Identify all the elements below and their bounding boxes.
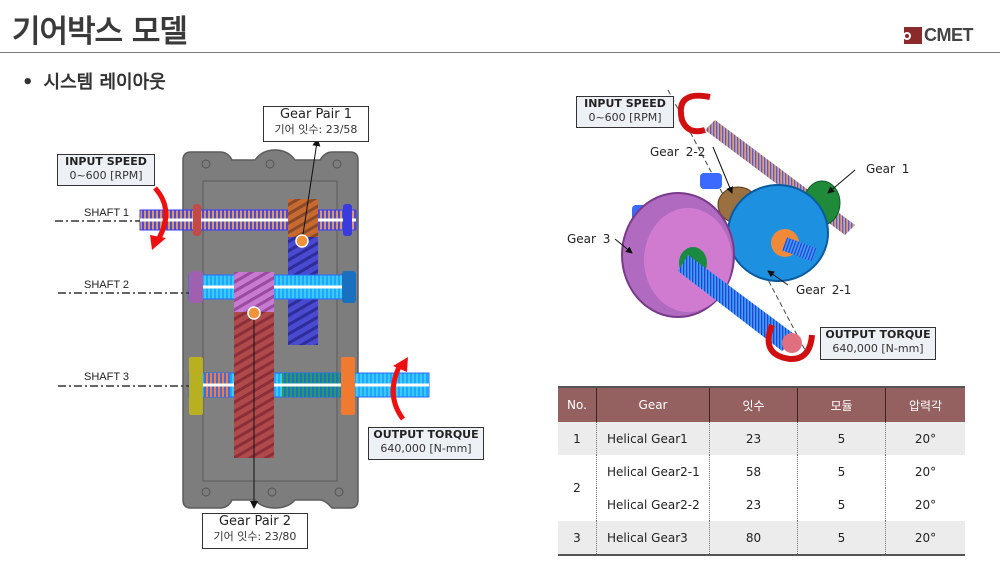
gear-pair-1-teeth: 기어 잇수: 23/58 — [274, 123, 358, 137]
output-rotation-arrow-icon — [390, 363, 406, 421]
gear-2-2-label: Gear 2-2 — [650, 145, 706, 159]
cell-angle: 20° — [885, 422, 965, 455]
input-rotation-arrow-icon — [153, 186, 169, 242]
cell-module: 5 — [797, 488, 886, 521]
page-title: 기어박스 모델 — [12, 14, 188, 50]
cell-module: 5 — [797, 455, 886, 488]
cell-angle: 20° — [914, 497, 937, 512]
gear-2-1-label: Gear 2-1 — [796, 283, 852, 297]
table-row: Helical Gear2-2 23 5 20° — [558, 488, 965, 521]
logo-mark-icon — [903, 27, 922, 44]
shaft-1-label: SHAFT 1 — [84, 207, 130, 219]
cell-gear: Helical Gear1 — [596, 422, 710, 455]
gear-pair-2-marker — [247, 306, 261, 320]
cell-gear: Helical Gear2-1 — [596, 455, 710, 488]
section-heading: • 시스템 레이아웃 — [22, 68, 166, 94]
table-row: 3 Helical Gear3 80 5 20° — [558, 521, 965, 556]
col-module: 모듈 — [797, 386, 886, 422]
section-heading-text: 시스템 레이아웃 — [43, 72, 166, 93]
output-torque-3d-callout: OUTPUT TORQUE 640,000 [N-mm] — [820, 327, 936, 360]
gearbox-2d-diagram — [55, 138, 430, 509]
shaft-2-label: SHAFT 2 — [84, 279, 130, 291]
cell-gear: Helical Gear3 — [596, 521, 710, 556]
cell-teeth: 58 — [709, 455, 798, 488]
shaft-1 — [139, 199, 357, 345]
shaft-3-label: SHAFT 3 — [84, 371, 130, 383]
cell-teeth: 80 — [709, 521, 798, 556]
cell-no: 3 — [558, 521, 597, 556]
input-arrow-head-icon — [150, 235, 166, 250]
input-speed-3d-value: 0~600 [RPM] — [588, 110, 662, 124]
bullet-icon: • — [22, 72, 34, 93]
output-torque-3d-title: OUTPUT TORQUE — [825, 328, 931, 341]
gear-pair-1-leader — [301, 138, 321, 242]
col-teeth: 잇수 — [709, 386, 798, 422]
gear-spec-table: No. Gear 잇수 모듈 압력각 1 Helical Gear1 23 5 … — [558, 386, 965, 556]
title-divider — [0, 52, 1000, 53]
gear-3-leader — [614, 238, 633, 254]
col-no: No. — [558, 386, 597, 422]
cell-teeth: 23 — [709, 422, 798, 455]
cell-angle: 20° — [914, 464, 937, 479]
cell-module: 5 — [797, 422, 886, 455]
input-speed-callout: INPUT SPEED 0~600 [RPM] — [57, 154, 155, 186]
gear-pair-1-callout: Gear Pair 1 기어 잇수: 23/58 — [263, 106, 369, 142]
output-torque-callout: OUTPUT TORQUE 640,000 [N-mm] — [368, 427, 484, 460]
col-pressure-angle: 압력각 — [885, 386, 965, 422]
gear-pair-1-marker — [295, 234, 309, 248]
output-arrow-head-icon — [393, 357, 408, 372]
gear-pair-1-title: Gear Pair 1 — [279, 107, 353, 122]
gear-1-leader — [827, 169, 856, 194]
output-torque-3d-value: 640,000 [N-mm] — [832, 341, 924, 355]
gear-1-label: Gear 1 — [866, 162, 910, 176]
cell-angle: 20° — [885, 521, 965, 556]
input-speed-value: 0~600 [RPM] — [69, 168, 143, 182]
output-rotation-arrow-icon — [765, 323, 815, 363]
input-rotation-arrow-icon — [677, 92, 711, 135]
gear-2-1-leader — [767, 270, 789, 286]
input-speed-3d-callout: INPUT SPEED 0~600 [RPM] — [576, 96, 674, 128]
output-torque-title: OUTPUT TORQUE — [373, 428, 479, 441]
table-header-row: No. Gear 잇수 모듈 압력각 — [558, 386, 965, 422]
table-row: 1 Helical Gear1 23 5 20° — [558, 422, 965, 455]
cell-gear: Helical Gear2-2 — [596, 488, 710, 521]
cell-teeth: 23 — [709, 488, 798, 521]
input-speed-title: INPUT SPEED — [65, 155, 147, 168]
table-row: 2 Helical Gear2-1 58 5 20° — [558, 455, 965, 521]
gear-pair-2-teeth: 기어 잇수: 23/80 — [213, 530, 297, 544]
cell-no: 2 — [558, 455, 597, 521]
logo-text: CMET — [924, 25, 974, 45]
cell-no: 1 — [558, 422, 597, 455]
gear-2-2-leader — [712, 146, 733, 194]
gearbox-3d-model — [614, 89, 856, 363]
gear-pair-2-title: Gear Pair 2 — [218, 514, 292, 529]
col-gear: Gear — [596, 386, 710, 422]
output-torque-value: 640,000 [N-mm] — [380, 441, 472, 455]
input-speed-3d-title: INPUT SPEED — [584, 97, 666, 110]
gear-3-label: Gear 3 — [567, 232, 611, 246]
cell-module: 5 — [797, 521, 886, 556]
cmet-logo: CMET — [903, 25, 974, 46]
shaft-2-back — [700, 173, 722, 189]
output-shaft — [678, 255, 798, 351]
gear-pair-2-callout: Gear Pair 2 기어 잇수: 23/80 — [202, 513, 308, 549]
